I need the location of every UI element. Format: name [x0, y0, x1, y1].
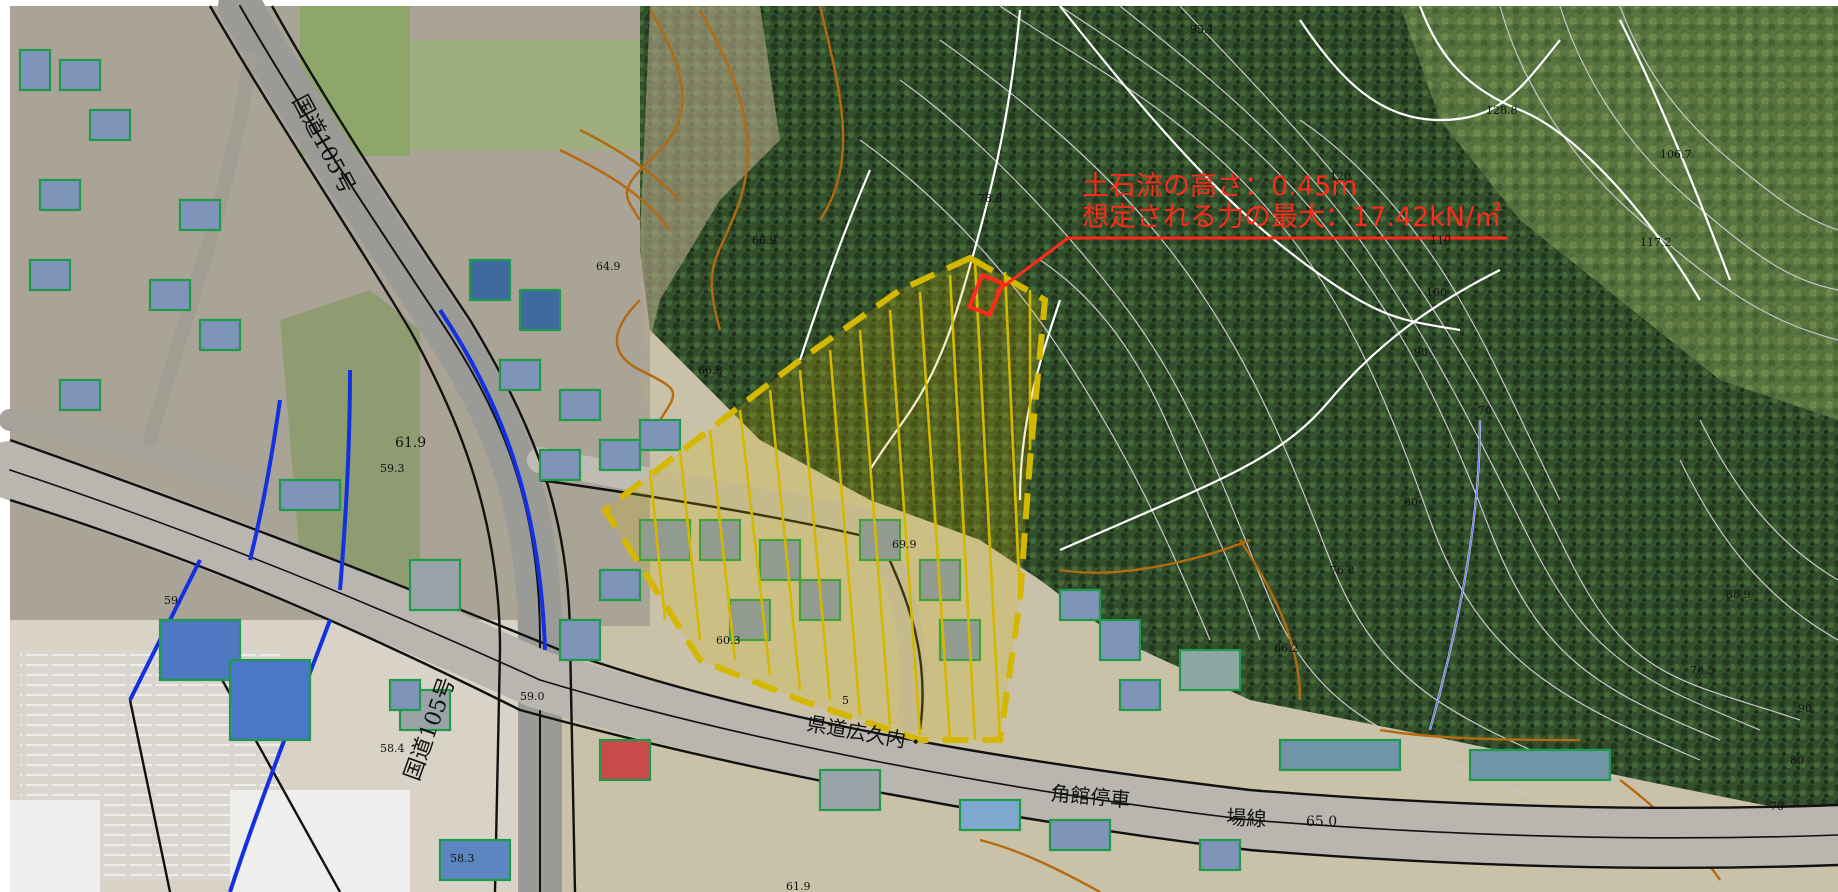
elevation-label: 66.9: [752, 234, 777, 247]
elevation-label: 58.3: [450, 852, 475, 865]
contour-label: 90: [1798, 702, 1812, 715]
contour-lines: [859, 5, 1838, 801]
elevation-label: 117.2: [1640, 236, 1672, 249]
contour-label: 80: [1404, 496, 1418, 509]
elevation-label: 61.9: [786, 880, 811, 892]
contour-label: 80: [1790, 754, 1804, 767]
contour-label: 100: [1426, 286, 1447, 299]
elevation-label: 5: [842, 694, 849, 707]
elevation-label: 76.8: [1330, 564, 1355, 577]
max-impact-force: 想定される力の最大：17.42kN/㎡: [1082, 202, 1501, 233]
elevation-label: 59.3: [380, 462, 405, 475]
hazard-zone-boundary: [601, 254, 1049, 743]
road-outlines: [9, 5, 1838, 892]
elevation-label: 128.8: [1486, 104, 1518, 117]
stream-line: [1429, 419, 1481, 731]
road-label-prefectural-c: 場線: [1226, 805, 1267, 831]
map-frame-top: [0, 0, 1838, 6]
elevation-label: 78.8: [978, 192, 1003, 205]
elevation-label: 59.: [164, 594, 182, 607]
large-building-west: [10, 800, 100, 892]
debris-flow-height: 土石流の高さ：0.45m: [1082, 171, 1357, 202]
elevation-labels: 95.1 128.8 106.7 78.8 117.2 66.9 64.9 66…: [164, 23, 1751, 892]
elevation-label: 60.3: [716, 634, 741, 647]
forest-upper-right: [1400, 6, 1838, 420]
contour-label: 110: [1430, 234, 1451, 247]
elevation-label: 66.2: [1274, 642, 1299, 655]
elevation-label: 106.7: [1660, 148, 1692, 161]
elevation-label: 61.9: [395, 435, 426, 451]
hazard-zone-hatch: [648, 261, 1032, 741]
contour-labels: 120 100 90 80 70 90 80 70 110: [1330, 170, 1812, 813]
elevation-label: 65.0: [1306, 814, 1337, 830]
large-building: [230, 790, 410, 892]
contour-label: 70: [1478, 404, 1492, 417]
slope-lines: [559, 5, 1721, 892]
hazard-zone-fill: [605, 258, 1045, 740]
contour-label: 90: [1414, 346, 1428, 359]
bare-slope: [640, 6, 780, 420]
elevation-label: 95.1: [1190, 23, 1215, 36]
elevation-label: 66.8: [698, 364, 723, 377]
measurement-point-marker: [966, 272, 1006, 318]
ridge-lines: [798, 5, 1732, 731]
elevation-label: 78.5: [1690, 664, 1715, 677]
elevation-label: 64.9: [596, 260, 621, 273]
elevation-label: 88.9: [1726, 588, 1751, 601]
field-north-east: [410, 40, 650, 150]
elevation-label: 58.4: [380, 742, 405, 755]
contour-label: 70: [1770, 800, 1784, 813]
elevation-label: 59.0: [520, 690, 545, 703]
annotation-leader-line: [995, 236, 1508, 294]
elevation-label: 69.9: [892, 538, 917, 551]
contour-label: 120: [1330, 170, 1351, 183]
